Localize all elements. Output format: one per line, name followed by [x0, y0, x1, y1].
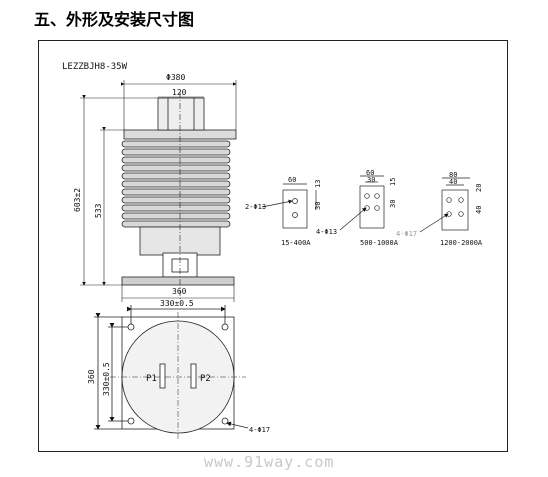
terminal-3-w2: 40: [449, 178, 457, 186]
terminal-3-holes: 4-Φ17: [396, 230, 417, 238]
base-plate: [121, 276, 235, 286]
terminal-3-h1: 20: [475, 184, 483, 192]
terminal-2-w1: 60: [366, 169, 374, 177]
bottom-top-dim: 330±0.5: [160, 299, 194, 308]
terminal-2-h1: 15: [389, 178, 397, 186]
terminal-1-range: 15-400A: [281, 239, 311, 247]
terminal-1-h2: 30: [314, 202, 322, 210]
terminal-detail-1: [261, 183, 317, 229]
terminal-3-h2: 40: [475, 206, 483, 214]
top-terminal: [157, 97, 205, 131]
drawing-frame: [38, 40, 508, 452]
terminal-detail-2: [339, 175, 385, 231]
terminal-p1-label: P1: [146, 374, 157, 384]
terminal-1-holes: 2-Φ13: [245, 203, 266, 211]
terminal-detail-3: [419, 177, 470, 233]
terminal-1-width: 60: [288, 176, 296, 184]
mount-holes-label: 4-Φ17: [249, 426, 270, 434]
insulator-sheds: [121, 140, 231, 228]
terminal-2-h2: 30: [389, 200, 397, 208]
terminal-3-range: 1200-2000A: [440, 239, 483, 247]
terminal-p2-bar: [190, 363, 197, 389]
watermark: www.91way.com: [204, 453, 335, 471]
model-label: LEZZBJH8-35W: [62, 62, 128, 72]
front-view: [121, 92, 237, 300]
total-height-dim: 603±2: [73, 188, 82, 212]
terminal-2-range: 500-1000A: [360, 239, 399, 247]
terminal-3-w1: 80: [449, 171, 457, 179]
bottom-side-dim: 360: [87, 369, 96, 384]
terminal-1-h1: 13: [314, 180, 322, 188]
mount-hole-br: [221, 417, 229, 425]
terminal-p2-label: P2: [200, 374, 211, 384]
bottom-side-inner-dim: 330±0.5: [102, 362, 111, 396]
page-heading: 五、外形及安装尺寸图: [34, 10, 195, 29]
terminal-2-holes: 4-Φ13: [316, 228, 337, 236]
cap-diameter-dim: Φ380: [166, 73, 185, 82]
terminal-p1-bar: [159, 363, 166, 389]
bottom-view: [94, 305, 249, 440]
body-height-dim: 533: [94, 203, 103, 218]
terminal-2-w2: 30: [367, 176, 375, 184]
base-width-dim: 360: [172, 287, 187, 296]
cap-width-dim: 120: [172, 88, 187, 97]
